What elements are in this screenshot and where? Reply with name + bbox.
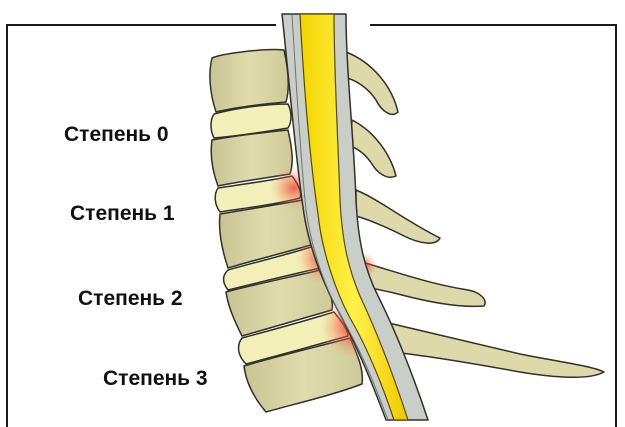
label-grade-3: Степень 3 bbox=[103, 368, 208, 389]
spinous-process bbox=[356, 190, 440, 243]
spinous-process bbox=[350, 120, 396, 177]
label-grade-1: Степень 1 bbox=[70, 203, 175, 224]
label-grade-0: Степень 0 bbox=[64, 124, 169, 145]
label-grade-2: Степень 2 bbox=[78, 288, 183, 309]
vertebra-body bbox=[210, 50, 288, 112]
spinous-process bbox=[346, 52, 398, 114]
